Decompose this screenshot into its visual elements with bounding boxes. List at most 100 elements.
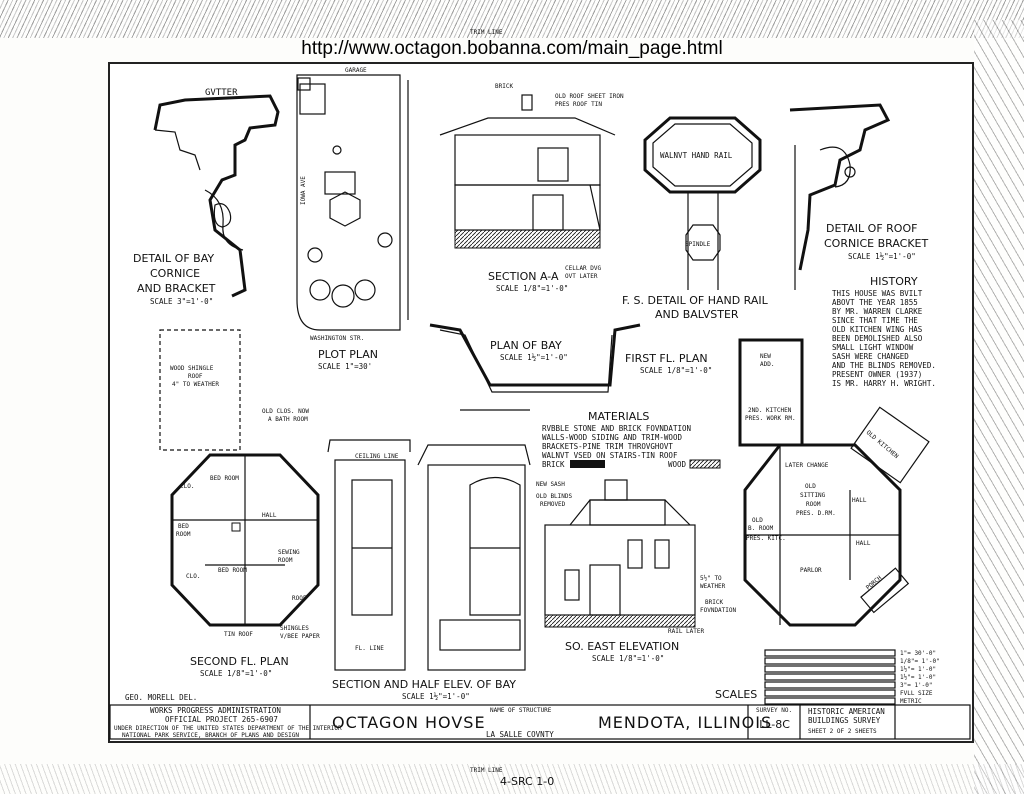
second-floor-plan: WOOD SHINGLE ROOF 4" TO WEATHER OLD CLOS… [159, 329, 320, 678]
history-line: BEEN DEMOLISHED ALSO [832, 334, 923, 343]
name-of-structure-label: NAME OF STRUCTURE [490, 707, 552, 714]
materials-brick-label: BRICK [542, 460, 565, 469]
first-floor-label: ADD. [760, 361, 774, 368]
second-floor-scale: SCALE 1/8"=1'-0" [200, 669, 272, 678]
second-floor-label: BED ROOM [210, 475, 239, 482]
scale-item: 1½"= 1'-0" [900, 666, 936, 673]
east-elev-title: SO. EAST ELEVATION [565, 640, 679, 653]
plot-plan-title: PLOT PLAN [318, 348, 378, 361]
first-floor-label: PRES. D.RM. [796, 510, 836, 517]
delineator: GEO. MORELL DEL. [125, 693, 197, 702]
agency-line-2: OFFICIAL PROJECT 265-6907 [165, 715, 278, 724]
east-elev-label: FOVNDATION [700, 607, 737, 614]
first-floor-label: PRES. KITC. [746, 535, 786, 542]
survey-no: ILL-8C [756, 718, 790, 731]
east-elev-label: BRICK [705, 599, 723, 606]
new-sash-label: NEW SASH [536, 481, 565, 488]
old-blinds-label-1: OLD BLINDS [536, 493, 573, 500]
structure-city: MENDOTA, ILLINOIS [598, 713, 772, 732]
first-floor-label: HALL [856, 540, 871, 547]
materials-title: MATERIALS [588, 410, 649, 423]
roof-cornice-detail: DETAIL OF ROOF CORNICE BRACKET SCALE 1½"… [789, 103, 929, 290]
materials-line: WALNVT VSED ON STAIRS-TIN ROOF [542, 451, 678, 460]
section-aa-scale: SCALE 1/8"=1'-0" [496, 284, 568, 293]
scales-block: SCALES 1"= 30'-0" 1/8"= 1'-0" 1½"= 1'-0"… [715, 649, 940, 705]
fl-line-label: FL. LINE [355, 645, 384, 652]
first-floor-label: PARLOR [800, 567, 822, 574]
second-floor-label: TIN ROOF [224, 631, 253, 638]
section-aa-title: SECTION A-A [488, 270, 559, 283]
scale-item: 1"= 30'-0" [900, 650, 936, 657]
trim-line-top: TRIM LINE [470, 29, 503, 36]
roof-cornice-title-2: CORNICE BRACKET [824, 237, 929, 250]
bay-cornice-title-1: DETAIL OF BAY [133, 252, 214, 265]
bay-elev-scale: SCALE 1½"=1'-0" [402, 692, 470, 701]
second-floor-label: A BATH ROOM [268, 416, 308, 423]
scale-item: FVLL SIZE [900, 690, 933, 697]
first-floor-label: SITTING [800, 492, 826, 499]
spindle-label: SPINDLE [685, 241, 711, 248]
bay-elev-title: SECTION AND HALF ELEV. OF BAY [332, 678, 516, 691]
habs-line-2: BUILDINGS SURVEY [808, 716, 881, 725]
history-line: PRESENT OWNER (1937) [832, 370, 922, 379]
second-floor-label: BED [178, 523, 189, 530]
washington-str-label: WASHINGTON STR. [310, 335, 364, 342]
drawing-frame [108, 62, 974, 743]
bay-section-elevation: CEILING LINE FL. LINE NEW SASH OLD BLIND… [327, 439, 573, 701]
east-elev-label: WEATHER [700, 583, 726, 590]
east-elev-scale: SCALE 1/8"=1'-0" [592, 654, 664, 663]
history-line: THIS HOUSE WAS BVILT [832, 289, 923, 298]
brick-swatch [570, 460, 605, 468]
direction-line-1: UNDER DIRECTION OF THE UNITED STATES DEP… [114, 725, 342, 732]
second-floor-label: OLD CLOS. NOW [262, 408, 309, 415]
sheet-number: SHEET 2 OF 2 SHEETS [808, 728, 877, 735]
first-floor-label: HALL [852, 497, 867, 504]
materials-wood-label: WOOD [668, 460, 687, 469]
structure-county: LA SALLE COVNTY [486, 730, 554, 739]
garage-label: GARAGE [345, 67, 367, 74]
url-caption[interactable]: http://www.octagon.bobanna.com/main_page… [301, 38, 723, 59]
torn-edge-right [974, 20, 1024, 794]
hand-rail-title-1: F. S. DETAIL OF HAND RAIL [622, 294, 769, 307]
habs-line-1: HISTORIC AMERICAN [808, 707, 885, 716]
plan-of-bay-scale: SCALE 1½"=1'-0" [500, 353, 568, 362]
scale-item: 3"= 1'-0" [900, 682, 933, 689]
iowa-ave-label: IOWA AVE [300, 176, 307, 205]
cellar-label-2: OVT LATER [565, 273, 598, 280]
scale-item: 1½"= 1'-0" [900, 674, 936, 681]
second-floor-label: ROOM [176, 531, 191, 538]
second-floor-label: SHINGLES [280, 625, 309, 632]
plan-of-bay-title: PLAN OF BAY [490, 339, 562, 352]
second-floor-label: SEWING [278, 549, 300, 556]
second-floor-label: CLO. [180, 483, 194, 490]
second-floor-label: V/BEE PAPER [280, 633, 320, 640]
first-floor-label: OLD [805, 483, 816, 490]
scale-item: 1/8"= 1'-0" [900, 658, 940, 665]
first-floor-label: ROOM [806, 501, 821, 508]
bottom-scribble: 4-SRC 1-0 [500, 775, 554, 788]
history-line: SMALL LIGHT WINDOW [832, 343, 914, 352]
first-fl-plan-scale: SCALE 1/8"=1'-0" [640, 366, 712, 375]
second-floor-title: SECOND FL. PLAN [190, 655, 289, 668]
history-line: OLD KITCHEN WING HAS [832, 325, 923, 334]
first-fl-plan-title: FIRST FL. PLAN [625, 352, 708, 365]
ceiling-line-label: CEILING LINE [355, 453, 399, 460]
east-elev-label: 5½" TO [700, 575, 722, 582]
second-floor-label: ROOF [292, 595, 307, 602]
bay-cornice-scale: SCALE 3"=1'-0" [150, 297, 213, 306]
wood-swatch [689, 459, 721, 469]
first-floor-label: 2ND. KITCHEN [748, 407, 792, 414]
survey-no-label: SURVEY NO. [756, 707, 792, 714]
scale-item: METRIC [900, 698, 922, 705]
plot-plan-scale: SCALE 1"=30' [318, 362, 372, 371]
agency-line-1: WORKS PROGRESS ADMINISTRATION [150, 706, 281, 715]
torn-edge-bottom [0, 764, 1024, 794]
old-roof-label-1: OLD ROOF SHEET IRON [555, 93, 624, 100]
first-floor-label: OLD [752, 517, 763, 524]
gutter-label: GVTTER [205, 88, 238, 98]
hand-rail-title-2: AND BALVSTER [655, 308, 739, 321]
second-floor-label: 4" TO WEATHER [172, 381, 219, 388]
east-elev-label: RAIL LATER [668, 628, 705, 635]
